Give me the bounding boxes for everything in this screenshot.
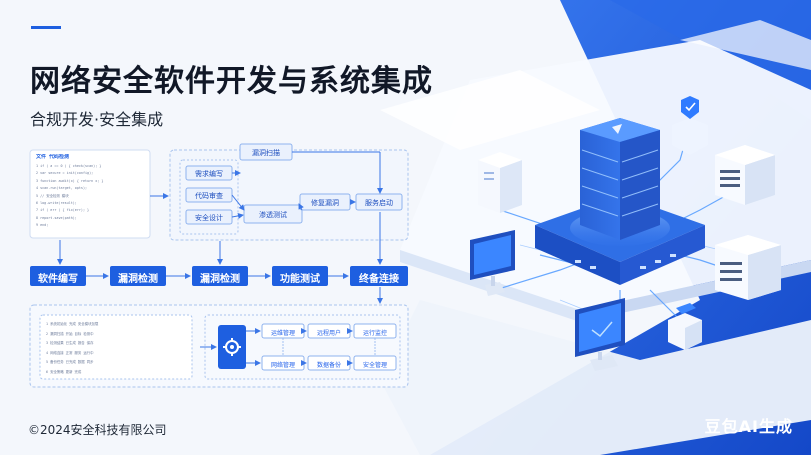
log-line: 4 网络连接 正常 服务 运行中 — [46, 350, 94, 355]
node-label: 代码审查 — [195, 192, 223, 200]
node-label: 运行监控 — [362, 330, 387, 337]
code-line: 8 report.save(path); — [36, 215, 77, 220]
node-label: 运维管理 — [270, 330, 295, 337]
title-accent-bar — [31, 26, 61, 29]
log-line: 6 安全策略 更新 完成 — [46, 369, 82, 374]
flow-node — [353, 355, 397, 371]
footer-copyright: ©2024安全科技有限公司 — [28, 423, 167, 437]
flow-node — [243, 204, 303, 224]
code-line: 9 end; — [36, 223, 49, 228]
shield-icon — [672, 96, 708, 155]
main-step-label: 终备连接 — [359, 274, 399, 285]
code-panel — [29, 149, 151, 239]
rack-icon — [715, 235, 781, 300]
code-lines: 1 if ( a == 0 ) { check(scan); } 2 var s… — [36, 163, 144, 230]
node-label: 数据备份 — [316, 362, 341, 369]
server-tower-icon — [580, 118, 660, 240]
rack-icon — [715, 145, 775, 205]
log-panel — [39, 314, 193, 380]
log-line: 1 系统初始化 完成 安全模块加载 — [46, 322, 99, 326]
main-step — [192, 266, 248, 286]
code-line: 1 if ( a == 0 ) { check(scan); } — [36, 164, 102, 168]
monitor-icon — [575, 298, 625, 371]
node-label: 渗透测试 — [259, 211, 287, 219]
main-step — [272, 266, 328, 286]
node-label: 漏洞扫描 — [252, 149, 280, 157]
main-step-label: 软件编写 — [38, 274, 78, 285]
log-line: 5 备份任务 已完成 数据 同步 — [46, 360, 94, 364]
code-line: 3 function audit(x) { return x; } — [36, 178, 104, 183]
node-label: 网络管理 — [270, 362, 295, 369]
log-lines: 1 系统初始化 完成 安全模块加载 2 漏洞扫描 开始 目标 检测中 3 检测结… — [46, 320, 186, 377]
node-label: 需求编写 — [195, 170, 223, 178]
main-step-label: 漏洞检测 — [118, 274, 158, 285]
main-step-label: 漏洞检测 — [200, 274, 240, 285]
log-line: 3 检测结果 已生成 报告 保存 — [46, 341, 94, 345]
monitor-icon — [470, 230, 515, 296]
watermark: 豆包AI生成 — [704, 417, 793, 436]
node-label: 安全管理 — [362, 362, 387, 369]
node-label: 远程用户 — [316, 330, 341, 337]
main-step — [350, 266, 408, 286]
gear-icon — [223, 338, 241, 356]
page-title: 网络安全软件开发与系统集成 — [30, 64, 433, 99]
server-box-icon — [478, 152, 522, 213]
main-step — [30, 266, 86, 286]
page-subtitle: 合规开发·安全集成 — [30, 110, 164, 129]
code-line: 2 var secure = init(config); — [36, 171, 94, 176]
main-step-label: 功能测试 — [280, 274, 320, 285]
node-label: 修复漏洞 — [311, 199, 339, 207]
code-panel-header: 文件 代码检测 — [36, 154, 70, 160]
code-line: 4 scan.run(target, opts); — [36, 186, 88, 191]
code-line: 6 log.write(result); — [36, 201, 77, 206]
code-line: 7 if ( err ) { fix(err); } — [36, 208, 90, 213]
node-label: 安全设计 — [195, 214, 223, 222]
code-line: 5 // 安全检测 模块 — [36, 193, 69, 198]
device-icon — [668, 303, 702, 350]
main-step — [110, 266, 166, 286]
node-label: 服务启动 — [365, 199, 393, 207]
flow-node — [355, 193, 403, 211]
log-line: 2 漏洞扫描 开始 目标 检测中 — [46, 331, 94, 336]
